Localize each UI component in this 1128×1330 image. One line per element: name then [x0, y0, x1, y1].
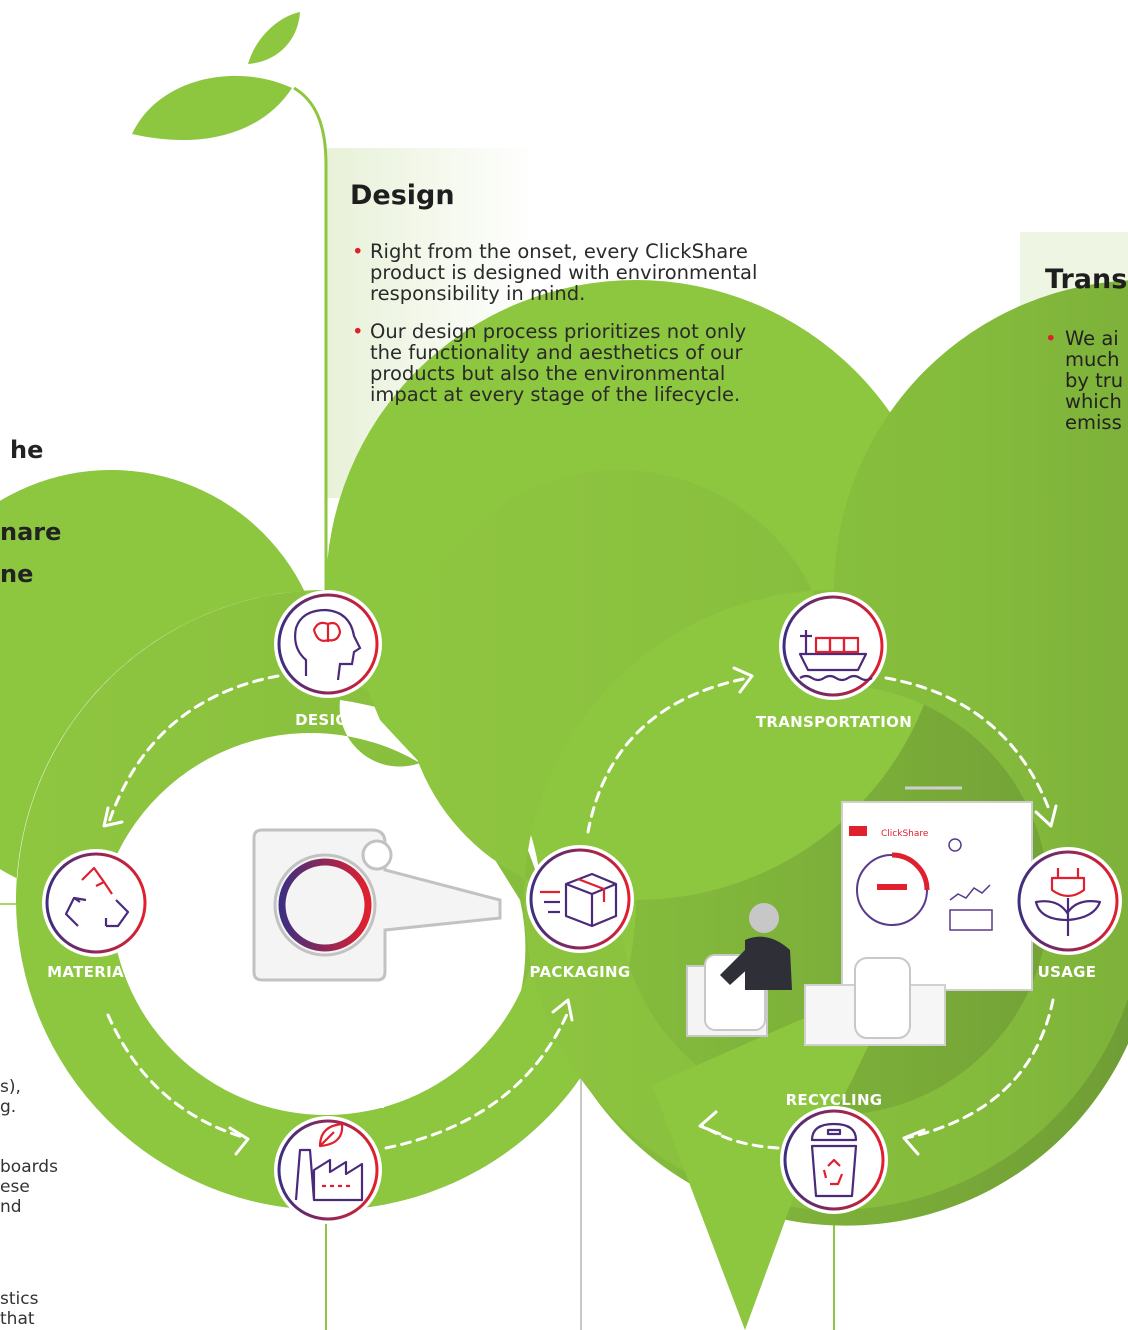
right-ring — [404, 280, 1128, 1210]
arrow-transportation-to-usage — [884, 676, 1052, 814]
clickshare-button-illustration — [252, 828, 502, 982]
stage-design: DESIGN — [274, 590, 382, 729]
design-bullet-1: Right from the onset, every ClickShare p… — [350, 241, 770, 304]
stage-usage-label: USAGE — [1038, 963, 1097, 981]
factory-leaf-icon — [294, 1122, 364, 1202]
stage-packaging-label: PACKAGING — [530, 963, 631, 981]
transport-line-5: emiss — [1065, 411, 1122, 433]
arrow-design-to-materials — [106, 674, 280, 827]
package-box-icon — [540, 872, 618, 928]
recycle-arrows-icon — [64, 866, 130, 928]
leaf-large — [132, 75, 292, 141]
transport-line-2: much — [1065, 348, 1120, 371]
screen-brand-label: ClickShare — [881, 829, 929, 839]
left-fragment-6: stics — [0, 1289, 39, 1309]
stage-production: PRODUCTION — [270, 1094, 385, 1224]
left-bold-fragment-1: he — [10, 436, 44, 464]
stage-production-label: PRODUCTION — [270, 1094, 385, 1112]
recycling-bin-icon — [810, 1122, 858, 1198]
stage-recycling-label: RECYCLING — [786, 1091, 883, 1109]
design-stem-line — [293, 86, 328, 590]
stage-transportation-label: TRANSPORTATION — [756, 713, 912, 731]
design-bullet-2: Our design process prioritizes not only … — [350, 321, 770, 405]
design-panel-title: Design — [350, 180, 455, 211]
left-fragment-5: nd — [0, 1197, 22, 1217]
arrow-packaging-to-transportation — [586, 676, 750, 834]
left-fragment-4: ese — [0, 1177, 30, 1197]
stage-packaging: PACKAGING — [526, 845, 634, 981]
transport-panel: Transp • We ai much by tru which emiss — [1045, 264, 1128, 433]
arrow-heads — [102, 666, 1058, 1156]
stage-recycling: RECYCLING — [780, 1091, 888, 1214]
left-fragment-1: s), — [0, 1077, 21, 1097]
stage-materials: MATERIALS — [42, 849, 150, 981]
stage-materials-label: MATERIALS — [47, 963, 145, 981]
transport-line-3: by tru — [1065, 369, 1124, 392]
leaf-small — [248, 12, 300, 64]
head-brain-icon — [294, 608, 362, 681]
design-bullet-list: Right from the onset, every ClickShare p… — [350, 241, 770, 405]
left-fragment-3: boards — [0, 1157, 58, 1177]
meeting-room-illustration: ClickShare — [686, 786, 1033, 1046]
stage-design-label: DESIGN — [295, 711, 361, 729]
recycle-arrow-head — [652, 975, 902, 1330]
cargo-ship-icon — [798, 630, 873, 682]
plug-leaf-icon — [1034, 868, 1102, 936]
left-bold-fragment-3: ne — [0, 560, 34, 588]
transport-line-4: which — [1065, 390, 1122, 413]
stage-usage: USAGE — [1014, 847, 1122, 981]
left-fragment-7: that — [0, 1309, 35, 1329]
arrow-production-to-packaging — [384, 1010, 570, 1150]
design-panel: Design Right from the onset, every Click… — [350, 180, 770, 422]
flow-arrows — [106, 674, 1055, 1150]
transport-bullet-dot: • — [1045, 327, 1057, 350]
left-fragment-2: g. — [0, 1097, 17, 1117]
stage-transportation: TRANSPORTATION — [756, 592, 912, 731]
left-bold-fragment-2: nare — [0, 518, 62, 546]
arrow-usage-to-recycling — [904, 998, 1055, 1140]
transport-panel-title: Transp — [1045, 264, 1128, 295]
transport-line-1: We ai — [1065, 327, 1119, 350]
arrow-materials-to-production — [106, 1013, 248, 1140]
